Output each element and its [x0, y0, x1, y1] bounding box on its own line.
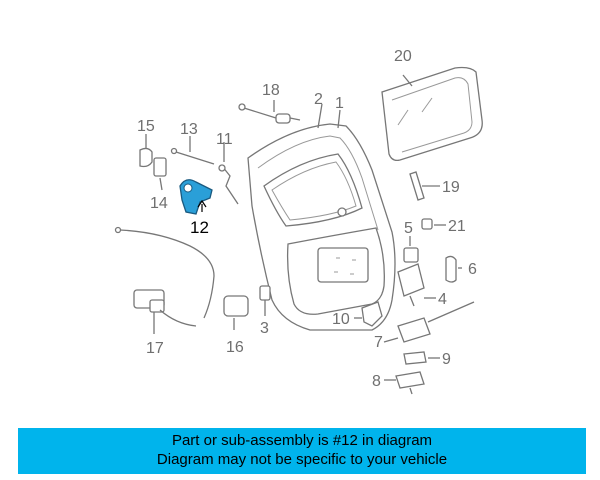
callout-6: 6 — [468, 261, 477, 278]
callout-15: 15 — [137, 118, 155, 135]
part-7-lock — [383, 301, 475, 343]
callout-13: 13 — [180, 121, 198, 138]
part-14-clip — [153, 157, 167, 191]
callout-2: 2 — [314, 91, 323, 108]
part-4-latch — [397, 263, 436, 307]
callout-3: 3 — [260, 320, 269, 337]
part-8-striker — [384, 371, 425, 395]
info-banner: Part or sub-assembly is #12 in diagram D… — [18, 428, 586, 474]
part-1-liftgate — [247, 103, 396, 331]
part-6-handle — [445, 255, 462, 283]
part-11-linkage — [218, 142, 239, 205]
callout-21: 21 — [448, 218, 466, 235]
banner-line-1: Part or sub-assembly is #12 in diagram — [171, 432, 433, 449]
banner-line-2: Diagram may not be specific to your vehi… — [156, 451, 448, 468]
callout-7: 7 — [374, 334, 383, 351]
part-20-rear-glass — [381, 66, 483, 162]
callout-18: 18 — [262, 82, 280, 99]
callout-20: 20 — [394, 48, 412, 65]
callout-14: 14 — [150, 195, 168, 212]
callout-17: 17 — [146, 340, 164, 357]
callout-5: 5 — [404, 220, 413, 237]
part-15-bracket — [139, 134, 153, 168]
part-13-rod — [170, 136, 215, 165]
callout-16: 16 — [226, 339, 244, 356]
callout-12: 12 — [190, 218, 209, 237]
part-10-hinge — [354, 301, 383, 327]
part-5-bracket — [403, 236, 419, 263]
part-19-weatherstrip — [409, 171, 440, 201]
part-12-highlight — [179, 179, 213, 215]
part-16-motor — [223, 295, 249, 330]
part-9-plate — [403, 351, 440, 365]
callout-labels: 20 18 2 1 15 13 11 19 14 12 5 21 6 4 10 … — [137, 48, 477, 390]
callout-4: 4 — [438, 291, 447, 308]
callout-11: 11 — [216, 131, 233, 148]
callout-10: 10 — [332, 311, 350, 328]
part-18-strut — [238, 100, 301, 124]
part-17-actuator — [114, 226, 215, 334]
callout-8: 8 — [372, 373, 381, 390]
callout-19: 19 — [442, 179, 460, 196]
part-3-switch — [259, 285, 271, 316]
callout-9: 9 — [442, 351, 451, 368]
part-21-bumper-stop — [421, 218, 446, 230]
callout-1: 1 — [335, 95, 344, 112]
